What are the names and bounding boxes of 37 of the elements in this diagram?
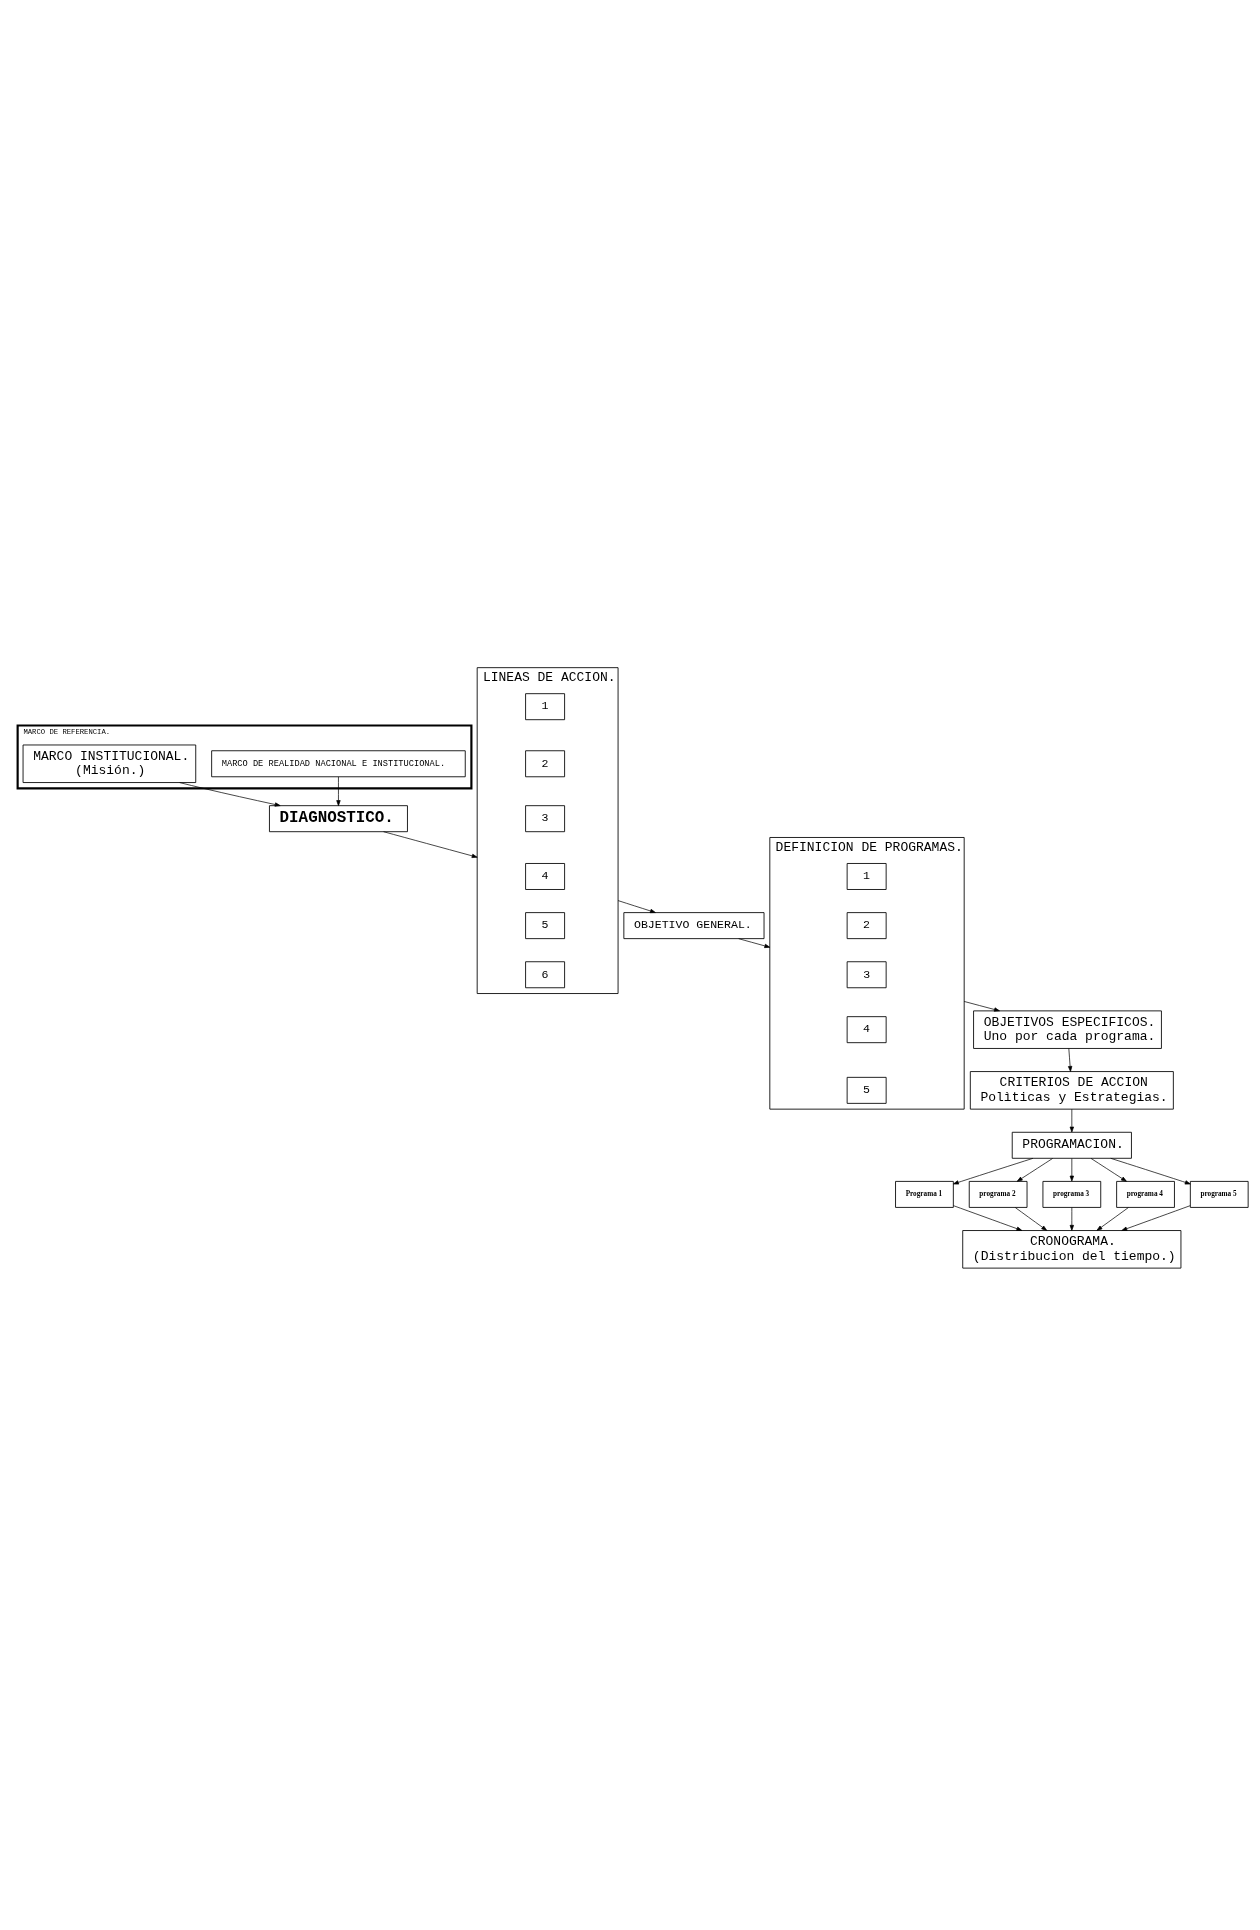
arrow <box>1090 1158 1127 1182</box>
node-box: 2 <box>525 750 566 778</box>
arrow <box>1069 1207 1074 1231</box>
arrow <box>383 831 478 858</box>
arrow <box>1068 1048 1073 1072</box>
arrow <box>1016 1158 1054 1182</box>
arrow <box>336 776 341 806</box>
arrow <box>617 900 656 914</box>
arrow <box>953 1158 1034 1185</box>
node-box: 1 <box>846 863 887 890</box>
arrow <box>953 1205 1023 1231</box>
arrow <box>1096 1207 1129 1231</box>
node-box: 3 <box>525 805 566 833</box>
arrow <box>963 1001 1000 1012</box>
node-box: 2 <box>846 912 887 940</box>
node-box: MARCO INSTITUCIONAL. (Misión.) <box>22 744 197 783</box>
arrow <box>1069 1108 1074 1133</box>
node-box: CRITERIOS DE ACCION Polìticas y Estrategias. <box>969 1071 1174 1110</box>
node-box: CRONOGRAMA. (Distribucion del tiempo.) <box>962 1230 1182 1269</box>
arrow <box>179 782 281 807</box>
node-box: 6 <box>525 961 566 989</box>
node-box: DIAGNOSTICO. <box>269 805 408 833</box>
node-box: 5 <box>525 912 566 940</box>
arrow <box>1014 1207 1048 1231</box>
node-box: 4 <box>846 1016 887 1044</box>
node-box: 1 <box>525 693 566 721</box>
node-box: 4 <box>525 863 566 890</box>
arrow <box>1121 1205 1191 1231</box>
arrow <box>738 938 771 948</box>
node-box: MARCO DE REALIDAD NACIONAL E INSTITUCIONAL. <box>211 750 466 778</box>
node-box: OBJETIVOS ESPECIFICOS. Uno por cada programa. <box>973 1010 1162 1049</box>
arrow <box>1110 1158 1191 1185</box>
node-box: 5 <box>846 1076 887 1104</box>
node-box: 3 <box>846 961 887 989</box>
arrow <box>1069 1158 1074 1182</box>
node-box: OBJETIVO GENERAL. <box>623 912 765 940</box>
node-box: PROGRAMACION. <box>1011 1131 1132 1159</box>
